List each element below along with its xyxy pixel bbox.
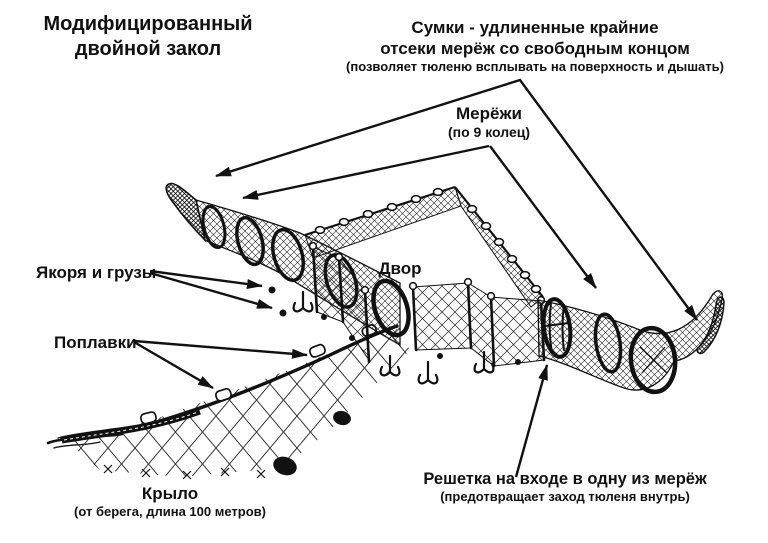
title-line1: Модифицированный [43, 13, 253, 35]
wing-name: Крыло [141, 484, 199, 503]
arrow-merezhi-left [242, 144, 490, 200]
right-sumka-tip [696, 296, 725, 355]
sumki-line1: Сумки - удлиненные крайние [411, 18, 659, 37]
arrow-merezhi-right [489, 145, 597, 289]
label-floats: Поплавки [54, 333, 137, 352]
pointer-arrows [133, 78, 698, 478]
right-merezha-tube [537, 290, 725, 395]
label-anchors: Якоря и грузы [36, 263, 157, 282]
title-line2: двойной закол [74, 37, 222, 60]
label-sumki: Сумки - удлиненные крайние отсеки мерёж … [346, 17, 724, 75]
arrow-grate [514, 364, 549, 478]
label-grate: Решетка на входе в одну из мерёж (предот… [423, 469, 706, 506]
sumki-note: (позволяет тюленю всплывать на поверхнос… [346, 59, 724, 75]
arrow-sumki [215, 78, 698, 321]
wing-net [60, 324, 410, 480]
label-wing: Крыло (от берега, длина 100 метров) [74, 483, 266, 520]
merezhi-name: Мерёжи [456, 104, 522, 123]
grate-line1: Решетка на входе в одну из мерёж [423, 470, 707, 488]
wing-note: (от берега, длина 100 метров) [74, 504, 266, 520]
left-sumka-tip [165, 182, 207, 243]
arrow-floats-2 [133, 340, 214, 390]
mesh-ticks [103, 464, 266, 480]
wing-sinker [333, 410, 351, 426]
arrow-anchors-1 [149, 269, 263, 289]
page-title: Модифицированный двойной закол [43, 12, 252, 62]
wing-sinker [273, 456, 297, 476]
merezhi-note: (по 9 колец) [447, 124, 531, 141]
sumki-line2: отсеки мерёж со свободным концом [380, 39, 690, 59]
arrow-floats-1 [133, 339, 308, 359]
arrow-anchors-2 [149, 271, 273, 310]
grate-note: (предотвращает заход тюленя внутрь) [440, 489, 690, 505]
label-yard: Двор [378, 259, 422, 278]
label-merezhi: Мерёжи (по 9 колец) [448, 103, 530, 141]
